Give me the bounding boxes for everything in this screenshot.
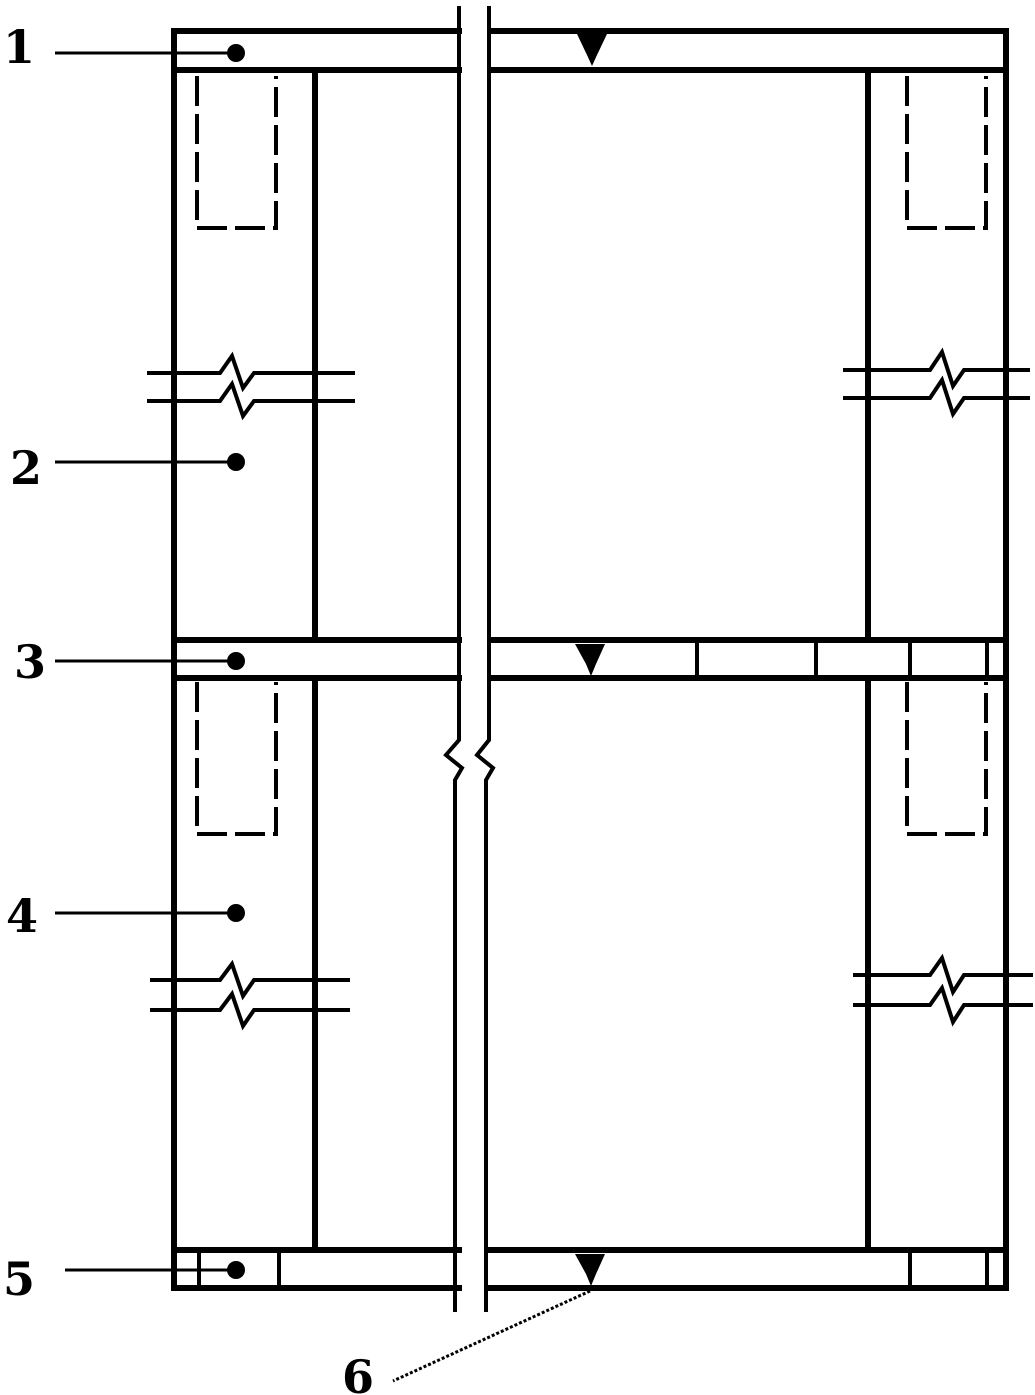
middle-beam	[171, 637, 1009, 681]
central-pipe	[443, 6, 496, 1312]
weld-marker-top	[577, 34, 607, 66]
label-4: 4	[6, 889, 38, 943]
label-6: 6	[342, 1350, 374, 1395]
label-1: 1	[3, 20, 35, 74]
bottom-beam	[171, 1247, 1009, 1291]
break-lines	[147, 347, 1033, 1031]
leaders	[55, 44, 591, 1383]
hidden-elements	[195, 76, 988, 836]
inner-columns	[312, 67, 871, 1253]
weld-marker-middle	[575, 644, 605, 676]
label-3: 3	[14, 635, 46, 689]
top-beam	[171, 28, 1009, 73]
weld-marker-bottom	[575, 1254, 605, 1286]
label-2: 2	[10, 441, 42, 495]
label-5: 5	[3, 1252, 35, 1306]
